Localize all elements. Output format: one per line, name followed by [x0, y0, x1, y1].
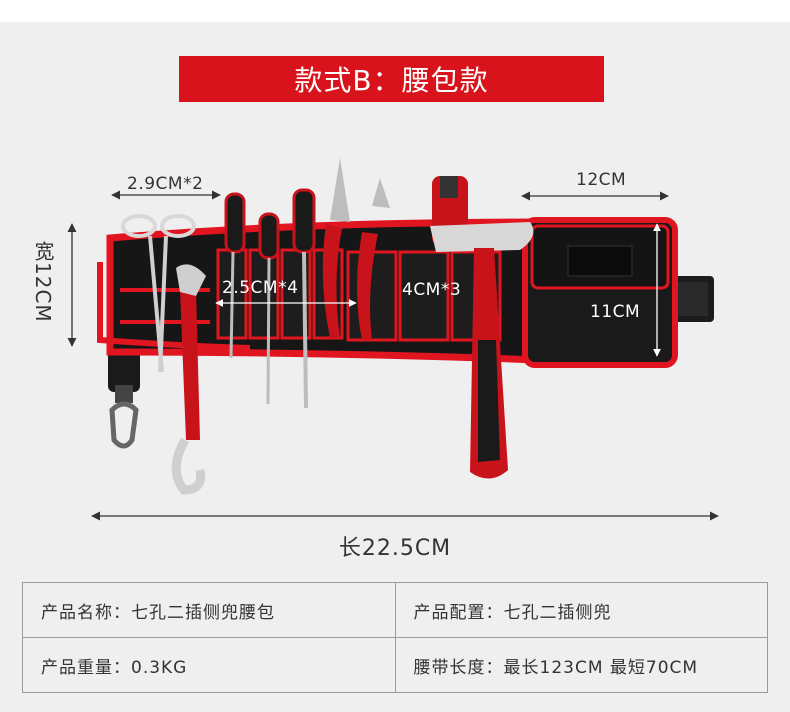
- spec-table: 产品名称：七孔二插侧兜腰包 产品配置：七孔二插侧兜 产品重量：0.3KG 腰带长…: [22, 582, 768, 693]
- product-name: 产品名称：七孔二插侧兜腰包: [22, 582, 396, 638]
- scissors: [121, 214, 196, 373]
- adjustable-wrench: [171, 264, 206, 495]
- pliers: [322, 158, 390, 340]
- belt-length: 腰带长度：最长123CM 最短70CM: [394, 637, 768, 693]
- top-white-strip: [0, 0, 790, 22]
- product-config: 产品配置：七孔二插侧兜: [394, 582, 768, 638]
- side-pocket-dimension: 2.9CM*2: [127, 174, 204, 194]
- hammer: [430, 222, 534, 479]
- big-pocket-height-dimension: 11CM: [590, 302, 641, 322]
- big-pocket: [522, 217, 678, 368]
- height-dimension: 宽12CM: [31, 241, 55, 323]
- belt-strap: [668, 276, 714, 322]
- product-weight: 产品重量：0.3KG: [22, 637, 396, 693]
- title-banner: 款式B：腰包款: [179, 56, 604, 102]
- small-slots-dimension: 2.5CM*4: [222, 278, 299, 298]
- medium-slots-dimension: 4CM*3: [402, 280, 462, 300]
- length-dimension: 长22.5CM: [338, 536, 452, 561]
- screwdrivers: [224, 188, 316, 409]
- spec-row: 产品重量：0.3KG 腰带长度：最长123CM 最短70CM: [22, 637, 768, 693]
- spec-row: 产品名称：七孔二插侧兜腰包 产品配置：七孔二插侧兜: [22, 582, 768, 638]
- big-pocket-width-dimension: 12CM: [576, 170, 627, 190]
